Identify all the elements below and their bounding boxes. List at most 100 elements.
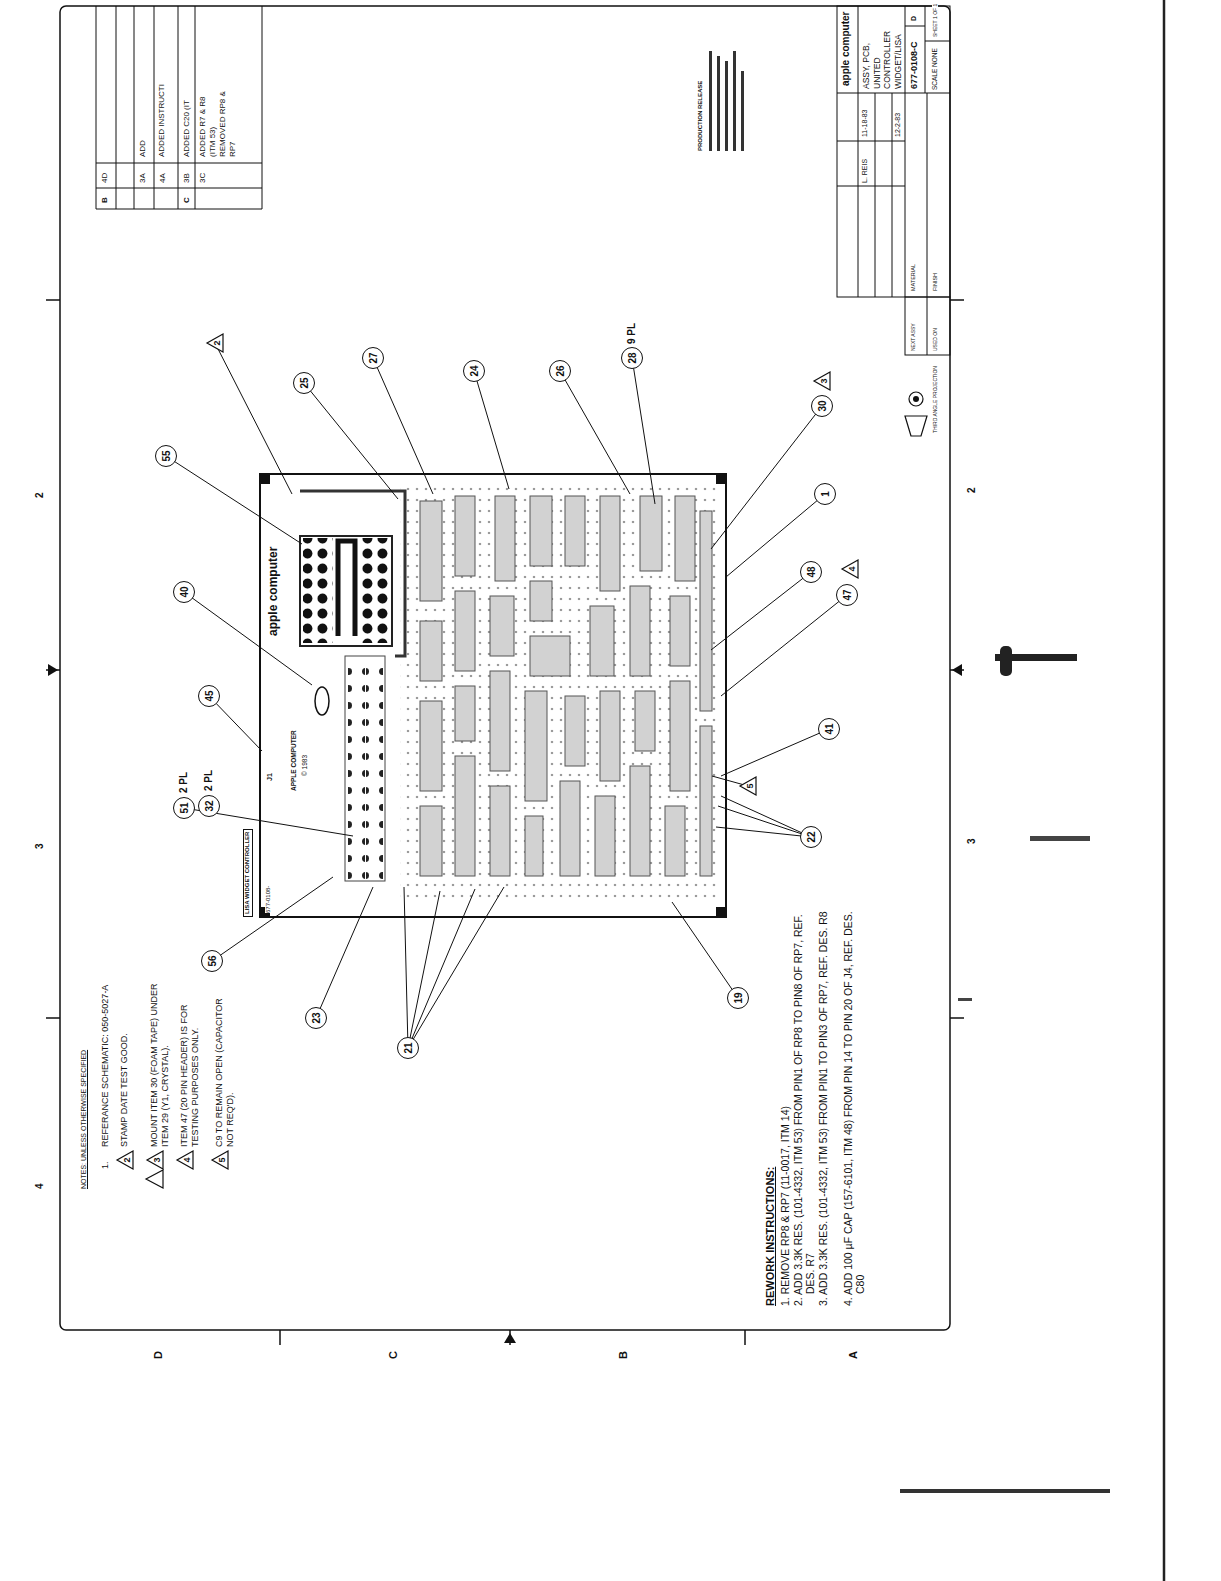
callout-number: 26 — [555, 365, 566, 376]
leader-line — [721, 595, 847, 696]
note-text: ITEM 47 (20 PIN HEADER) IS FOR TESTING P… — [179, 982, 202, 1147]
callout-bubble: 28 — [621, 347, 643, 369]
ic-package — [630, 586, 650, 676]
title-block-rule — [837, 141, 905, 142]
leader-line — [718, 806, 811, 837]
revision-rule — [116, 6, 117, 209]
board-corner — [716, 907, 726, 917]
ic-package — [565, 696, 585, 766]
flag-number: 2 — [123, 1158, 133, 1163]
stamp-line — [741, 71, 744, 151]
zone-tick — [950, 1017, 964, 1019]
crystal — [315, 687, 329, 715]
revision-description: ADD — [138, 140, 148, 157]
revision-description: ADDED R7 & R8 (ITM 53) REMOVED RP8 & RP7 — [198, 85, 238, 157]
revision-flag: 4 — [176, 1150, 194, 1170]
callout-number: 30 — [817, 400, 828, 411]
callout-bubble: 26 — [549, 360, 571, 382]
revision-description: ADDED C20 (IT — [182, 100, 192, 157]
callout-bubble: 48 — [800, 561, 822, 583]
callout-bubble: 23 — [305, 1007, 327, 1029]
quantity-note: 2 PL — [203, 770, 216, 791]
callout-bubble: 30 — [811, 395, 833, 417]
flag-triangle-outline — [177, 1151, 193, 1169]
revision-flag: 4 — [841, 559, 859, 579]
trace — [300, 491, 405, 656]
signature-date: 11-18-83 — [861, 109, 870, 137]
note-heading: NOTES: UNLESS OTHERWISE SPECIFIED — [80, 1050, 89, 1189]
ic-package — [700, 726, 712, 876]
ic-package — [635, 691, 655, 751]
note-text: C9 TO REMAIN OPEN (CAPACITOR NOT REQ'D). — [214, 982, 237, 1147]
callout-number: 21 — [403, 1042, 414, 1053]
revision-flag: 3 — [146, 1150, 164, 1170]
note-number: 1. — [100, 1161, 111, 1169]
projection-symbol — [909, 392, 923, 406]
rework-step: 2. ADD 3.3K RES. (101-4332, ITM 53) FROM… — [792, 894, 816, 1306]
component-pins — [348, 658, 365, 879]
callout-bubble: 41 — [818, 718, 840, 740]
ic-package — [455, 591, 475, 671]
leader-line — [672, 902, 738, 998]
flag-triangle-outline — [842, 560, 858, 578]
rework-step: 4. ADD 100 µF CAP (157-6101, ITM 48) FRO… — [842, 894, 866, 1306]
rework-step: 3. ADD 3.3K RES. (101-4332, ITM 53) FROM… — [817, 894, 829, 1306]
revision-flag: 5 — [211, 1150, 229, 1170]
zone-tick — [46, 1017, 60, 1019]
leader-line — [209, 696, 262, 751]
ic-package — [675, 496, 695, 581]
leader-line — [408, 891, 440, 1048]
callout-bubble: 45 — [198, 685, 220, 707]
callout-bubble: 22 — [800, 826, 822, 848]
leader-line — [474, 371, 509, 489]
zone-number: 4 — [34, 1183, 47, 1189]
ic-package — [630, 766, 650, 876]
heavy-trace — [338, 541, 355, 636]
leader-line — [408, 889, 475, 1048]
title-block — [837, 6, 950, 297]
ic-package — [530, 636, 570, 676]
quantity-note: 2 PL — [178, 772, 191, 793]
revision-rule — [96, 6, 97, 209]
part-number: 677-0108- — [265, 886, 273, 913]
callout-number: 22 — [806, 831, 817, 842]
flag-number: 3 — [153, 1158, 163, 1163]
callout-number: 28 — [627, 352, 638, 363]
leader-line — [560, 371, 630, 494]
ic-package — [455, 756, 475, 876]
zone-tick — [46, 299, 60, 301]
callout-number: 41 — [824, 723, 835, 734]
ic-package — [700, 511, 712, 711]
board-silkscreen: © 1983 — [301, 755, 309, 776]
leader-line — [721, 729, 829, 776]
callout-number: 47 — [842, 589, 853, 600]
revision-rule — [154, 6, 155, 209]
title-block-rule — [927, 93, 928, 297]
scan-edge — [1163, 0, 1166, 1581]
component-row — [345, 656, 385, 881]
center-arrow — [504, 1333, 516, 1343]
ic-package — [595, 796, 615, 876]
projection-symbol — [913, 396, 919, 402]
ic-package — [495, 496, 515, 581]
leader-line — [184, 592, 312, 685]
revision-rule — [96, 163, 262, 164]
flag-number: 3 — [820, 379, 830, 384]
flag-number: 4 — [183, 1158, 193, 1163]
title-block-rule — [925, 6, 926, 93]
leader-line — [711, 406, 822, 549]
stamp-line — [709, 51, 712, 151]
title-block-field: USED ON — [932, 328, 938, 351]
callout-number: 56 — [207, 955, 218, 966]
callout-bubble: 24 — [463, 360, 485, 382]
scale-field: SCALE NONE — [931, 48, 939, 90]
leader-line — [404, 887, 408, 1048]
leader-line — [316, 887, 373, 1018]
ic-package — [600, 691, 620, 781]
callout-number: 23 — [311, 1012, 322, 1023]
flag-number: 2 — [213, 341, 223, 346]
revision-flag: 2 — [206, 333, 224, 353]
callout-number: 32 — [204, 800, 215, 811]
ic-package — [455, 496, 475, 576]
